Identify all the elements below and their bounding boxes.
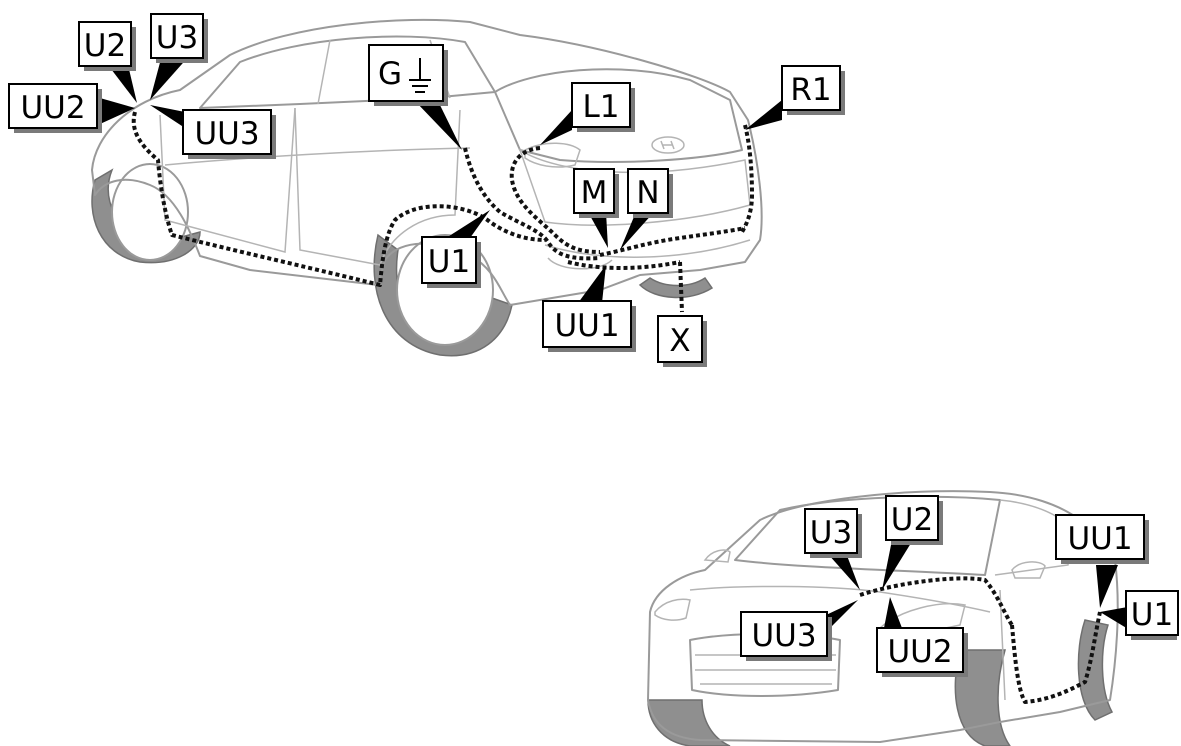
rear-view-hatch	[494, 68, 743, 163]
front-view-windshield	[734, 495, 1001, 576]
front-view-left-headlight	[654, 598, 691, 621]
rear-view-exhaust	[547, 257, 613, 270]
label-x: X	[657, 315, 707, 367]
rear-view-bumper	[544, 239, 751, 258]
label-u1-text: U1	[428, 244, 470, 280]
callout-pointers	[100, 55, 1133, 632]
label-u3: U3	[150, 13, 208, 63]
harness-left-taillight	[509, 146, 601, 254]
label-u3-text: U3	[156, 20, 198, 56]
rear-view-labels: U2 U3 UU2 UU3 G	[8, 13, 845, 367]
pointer-uu2	[100, 98, 135, 124]
front-view-grille	[689, 633, 841, 697]
front-label-u1-text: U1	[1131, 597, 1173, 633]
pointer-front-u2	[882, 535, 916, 590]
pointer-front-uu1	[1096, 565, 1118, 608]
front-view-harness-routes	[859, 576, 1102, 704]
label-uu2-text: UU2	[20, 90, 85, 126]
rear-view-far-tire	[638, 276, 714, 299]
label-l1-text: L1	[583, 89, 620, 125]
front-label-u2: U2	[885, 495, 943, 545]
front-label-uu2: UU2	[876, 627, 968, 677]
harness-rear-bumper	[599, 226, 746, 257]
rear-view-emblem-icon	[651, 136, 685, 154]
label-u1: U1	[421, 236, 481, 288]
ground-symbol-icon	[409, 58, 431, 93]
rear-view-window-divider	[317, 39, 331, 105]
pointer-uu1	[578, 265, 606, 303]
front-view-hood	[689, 585, 991, 613]
rear-view-rear-door	[294, 107, 461, 266]
front-view-body-outline	[647, 490, 1119, 743]
pointer-u3	[150, 55, 190, 100]
front-label-uu3-text: UU3	[751, 618, 816, 654]
front-view-left-tire	[647, 699, 731, 746]
pointer-r1	[745, 100, 782, 130]
pointer-front-u1	[1100, 606, 1133, 632]
label-n: N	[627, 168, 673, 218]
front-label-u3: U3	[804, 508, 862, 558]
front-view-car	[647, 490, 1119, 746]
pointer-l1	[540, 110, 572, 145]
label-r1: R1	[781, 65, 845, 115]
front-harness-engine-bay	[859, 576, 1014, 627]
pointer-front-uu3	[826, 600, 858, 632]
front-label-u3-text: U3	[810, 515, 852, 551]
front-view-left-mirror	[703, 549, 731, 563]
harness-lower-bumper	[567, 260, 681, 270]
front-label-uu1: UU1	[1055, 514, 1149, 564]
rear-view-emblem-h	[660, 140, 675, 150]
front-harness-side	[1010, 611, 1102, 704]
label-m: M	[573, 168, 619, 218]
front-view-mirror	[1011, 561, 1046, 579]
front-view-door-line	[999, 589, 1006, 701]
front-label-uu3: UU3	[740, 611, 832, 661]
pointer-u2	[108, 65, 137, 103]
pointer-front-uu2	[884, 597, 902, 628]
label-n-text: N	[636, 175, 659, 211]
label-uu2: UU2	[8, 83, 102, 133]
front-label-uu1-text: UU1	[1067, 521, 1132, 557]
label-uu1: UU1	[542, 300, 636, 352]
rear-view-door-crease	[164, 147, 471, 166]
label-l1: L1	[571, 82, 635, 132]
front-label-u2-text: U2	[891, 502, 933, 538]
front-label-uu2-text: UU2	[887, 634, 952, 670]
label-g: G	[368, 44, 448, 106]
label-x-text: X	[669, 323, 690, 359]
rear-view-side-window-line	[199, 35, 496, 109]
pointer-u1	[446, 210, 490, 238]
pointer-m	[588, 212, 608, 248]
label-uu1-text: UU1	[554, 308, 619, 344]
rear-view-front-door	[159, 107, 296, 253]
pointer-uu3	[150, 105, 185, 128]
label-uu3: UU3	[182, 109, 276, 159]
label-m-text: M	[581, 175, 608, 211]
harness-right-side	[740, 124, 754, 234]
front-label-u1: U1	[1125, 590, 1179, 640]
label-uu3-text: UU3	[194, 116, 259, 152]
rear-view-left-taillight	[524, 142, 581, 168]
front-view-rear-tire	[1077, 619, 1114, 721]
label-u2-text: U2	[84, 28, 126, 64]
rear-view-front-rim	[111, 163, 189, 261]
label-u2: U2	[78, 21, 136, 71]
harness-x-branch	[678, 261, 684, 313]
rear-view-body-outline	[91, 18, 763, 306]
front-view-labels: U3 U2 UU1 U1 UU3 UU2	[740, 495, 1179, 677]
pointer-n	[620, 212, 654, 250]
label-r1-text: R1	[790, 72, 831, 108]
pointer-g	[415, 101, 462, 150]
label-g-text: G	[378, 56, 402, 92]
